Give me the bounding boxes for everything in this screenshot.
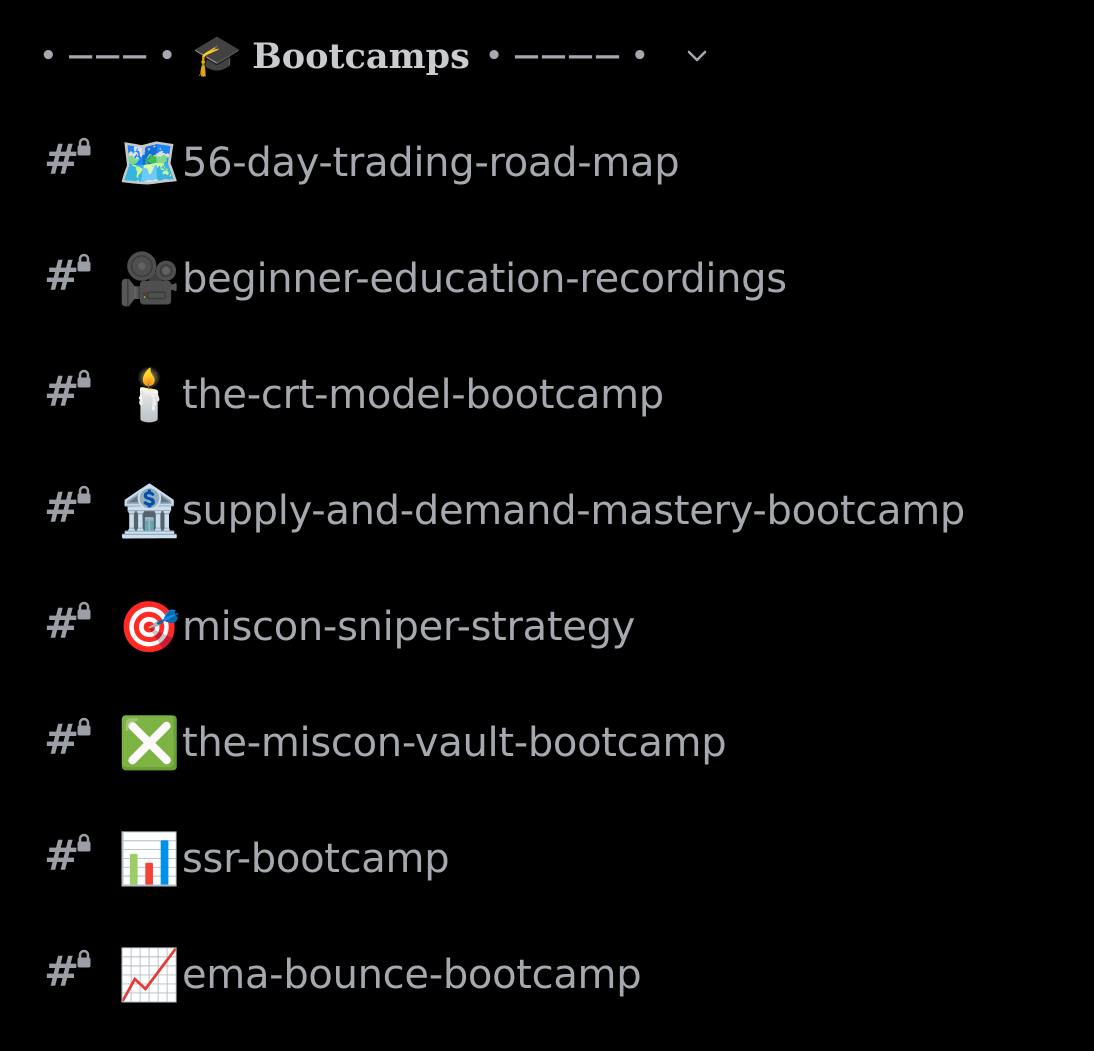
bar-chart-icon: 📊 [118, 830, 181, 888]
channel-name: supply-and-demand-mastery-bootcamp [182, 488, 965, 534]
channel-item[interactable]: # 📈 ema-bounce-bootcamp [0, 917, 1094, 1033]
chart-increasing-icon: 📈 [118, 946, 181, 1004]
locked-text-channel-icon: # [44, 369, 100, 421]
category-right-decoration: • ———— • [485, 41, 650, 71]
channel-name: miscon-sniper-strategy [182, 604, 636, 650]
channel-item[interactable]: # 📊 ssr-bootcamp [0, 801, 1094, 917]
channel-name: ssr-bootcamp [182, 836, 450, 882]
bank-icon: 🏦 [118, 482, 181, 540]
world-map-icon: 🗺️ [118, 134, 181, 192]
channel-name: ema-bounce-bootcamp [182, 952, 642, 998]
category-name: Bootcamps [252, 35, 470, 77]
locked-text-channel-icon: # [44, 137, 100, 189]
graduation-cap-icon: 🎓 [192, 33, 243, 79]
locked-text-channel-icon: # [44, 949, 100, 1001]
channel-name: the-crt-model-bootcamp [182, 372, 664, 418]
channel-item[interactable]: # ❎ the-miscon-vault-bootcamp [0, 685, 1094, 801]
locked-text-channel-icon: # [44, 485, 100, 537]
channel-item[interactable]: # 🎯 miscon-sniper-strategy [0, 569, 1094, 685]
channel-item[interactable]: # 🗺️ 56-day-trading-road-map [0, 105, 1094, 221]
channel-name: 56-day-trading-road-map [182, 140, 680, 186]
channel-name: beginner-education-recordings [182, 256, 787, 302]
channel-item[interactable]: # 🎥 beginner-education-recordings [0, 221, 1094, 337]
candle-icon: 🕯️ [118, 366, 181, 424]
category-left-decoration: • ——— • [40, 41, 177, 71]
channel-name: the-miscon-vault-bootcamp [182, 720, 727, 766]
locked-text-channel-icon: # [44, 253, 100, 305]
locked-text-channel-icon: # [44, 833, 100, 885]
cross-mark-button-icon: ❎ [118, 714, 181, 772]
category-header[interactable]: • ——— • 🎓 Bootcamps • ———— • [40, 26, 711, 86]
movie-camera-icon: 🎥 [118, 250, 181, 308]
locked-text-channel-icon: # [44, 601, 100, 653]
channel-item[interactable]: # 🏦 supply-and-demand-mastery-bootcamp [0, 453, 1094, 569]
locked-text-channel-icon: # [44, 717, 100, 769]
channel-item[interactable]: # 🕯️ the-crt-model-bootcamp [0, 337, 1094, 453]
channel-list: # 🗺️ 56-day-trading-road-map # 🎥 beginne… [0, 105, 1094, 1033]
direct-hit-icon: 🎯 [118, 598, 181, 656]
chevron-down-icon[interactable] [683, 42, 711, 70]
